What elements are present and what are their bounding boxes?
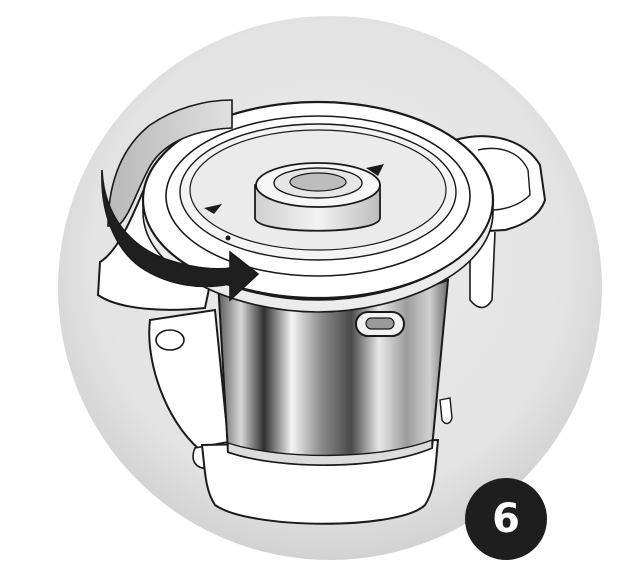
center-hub [254, 162, 381, 232]
lock-marker-right [366, 164, 384, 176]
right-clip [439, 397, 453, 425]
step-number-badge: 6 [465, 478, 547, 560]
lock-marker-left [204, 204, 222, 214]
bowl-grip [355, 311, 405, 337]
rotation-arrow-front [101, 169, 260, 302]
